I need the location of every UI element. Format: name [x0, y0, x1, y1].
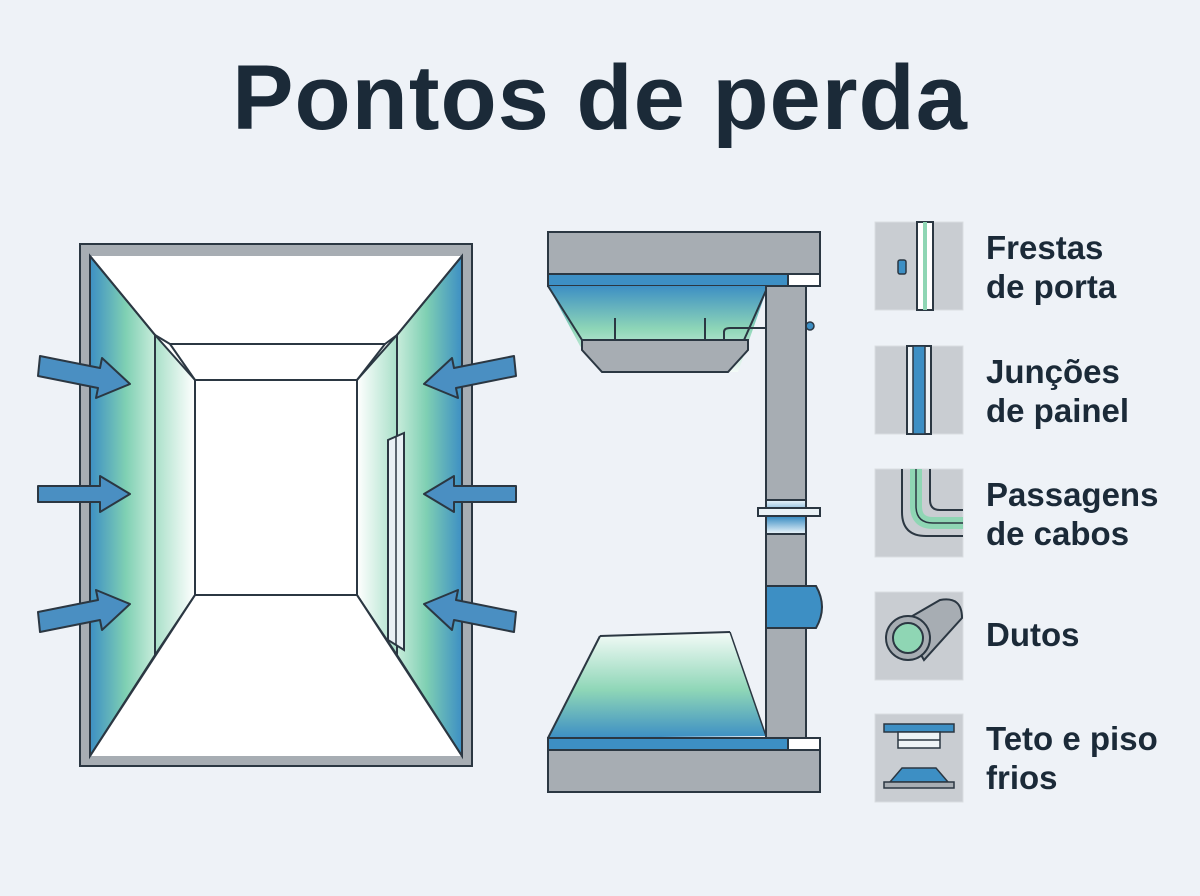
heat-arrows [37, 355, 517, 633]
arrow-in-icon [423, 475, 517, 513]
panel-joint-icon [874, 345, 964, 435]
arrow-in-icon [37, 589, 131, 633]
ceiling-unit [547, 285, 815, 373]
duct-icon [874, 591, 964, 681]
arrow-in-icon [423, 355, 517, 399]
cross-section [547, 231, 823, 793]
ceiling-floor-icon [874, 713, 964, 803]
arrow-in-icon [37, 475, 131, 513]
legend-label-ducts: Dutos [986, 616, 1080, 653]
cold-room-perspective [79, 243, 473, 767]
legend-label-ceiling-floor: Teto e piso frios [986, 720, 1158, 796]
legend-label-cable-passages: Passagens de cabos [986, 476, 1159, 552]
arrow-in-icon [37, 355, 131, 399]
door-icon [387, 431, 405, 652]
legend-label-door-gaps: Frestas de porta [986, 229, 1117, 305]
arrow-in-icon [423, 589, 517, 633]
legend-label-panel-joints: Junções de painel [986, 353, 1130, 429]
door-gap-icon [874, 221, 964, 311]
page-title: Pontos de perda [232, 47, 968, 149]
cable-pass-icon [874, 468, 964, 558]
duct-section [765, 585, 823, 629]
